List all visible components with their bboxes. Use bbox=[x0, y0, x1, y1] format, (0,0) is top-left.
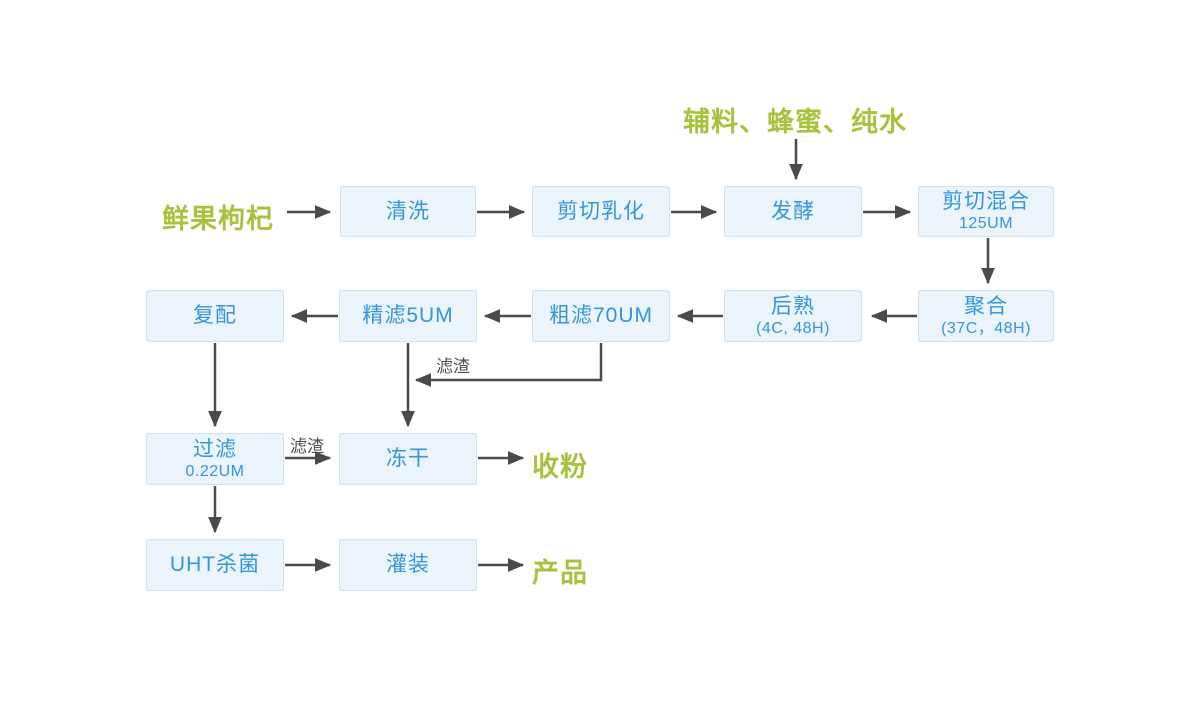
node-polymerize-sub: (37C，48H) bbox=[941, 319, 1031, 337]
node-wash: 清洗 bbox=[340, 186, 476, 237]
node-filter022-label: 过滤 bbox=[193, 437, 237, 461]
node-filling: 灌装 bbox=[339, 539, 477, 591]
node-wash-label: 清洗 bbox=[386, 199, 430, 223]
node-compound: 复配 bbox=[146, 290, 284, 342]
node-ferment-label: 发酵 bbox=[771, 199, 815, 223]
node-polymerize: 聚合 (37C，48H) bbox=[918, 290, 1054, 342]
node-post-ripen: 后熟 (4C, 48H) bbox=[724, 290, 862, 342]
label-fresh-goji: 鲜果枸杞 bbox=[162, 204, 274, 234]
node-shear-emulsify: 剪切乳化 bbox=[532, 186, 670, 237]
label-product: 产品 bbox=[532, 558, 588, 588]
node-freeze-dry: 冻干 bbox=[339, 433, 477, 485]
label-top-inputs: 辅料、蜂蜜、纯水 bbox=[683, 107, 907, 137]
node-polymerize-label: 聚合 bbox=[964, 294, 1008, 318]
node-shear-mix: 剪切混合 125UM bbox=[918, 186, 1054, 237]
node-fine-filter: 精滤5UM bbox=[339, 290, 477, 342]
node-freeze-dry-label: 冻干 bbox=[386, 447, 430, 471]
node-filter022: 过滤 0.22UM bbox=[146, 433, 284, 485]
node-filling-label: 灌装 bbox=[386, 553, 430, 577]
node-post-ripen-sub: (4C, 48H) bbox=[756, 319, 830, 337]
arrow-coarse-filter-residue bbox=[414, 343, 603, 387]
node-fine-filter-label: 精滤5UM bbox=[362, 304, 454, 328]
node-ferment: 发酵 bbox=[724, 186, 862, 237]
node-coarse-filter-label: 粗滤70UM bbox=[548, 304, 654, 328]
label-residue-coarse: 滤渣 bbox=[436, 357, 470, 376]
label-residue-filter: 滤渣 bbox=[290, 437, 324, 456]
node-uht-sterilize-label: UHT杀菌 bbox=[169, 553, 261, 577]
node-filter022-sub: 0.22UM bbox=[185, 462, 245, 480]
node-post-ripen-label: 后熟 bbox=[771, 294, 815, 318]
node-shear-mix-label: 剪切混合 bbox=[942, 190, 1030, 214]
node-shear-emulsify-label: 剪切乳化 bbox=[557, 199, 645, 223]
label-collect-powder: 收粉 bbox=[532, 452, 588, 482]
node-uht-sterilize: UHT杀菌 bbox=[146, 539, 284, 591]
node-compound-label: 复配 bbox=[193, 304, 237, 328]
node-shear-mix-sub: 125UM bbox=[958, 215, 1014, 233]
node-coarse-filter: 粗滤70UM bbox=[532, 290, 670, 342]
